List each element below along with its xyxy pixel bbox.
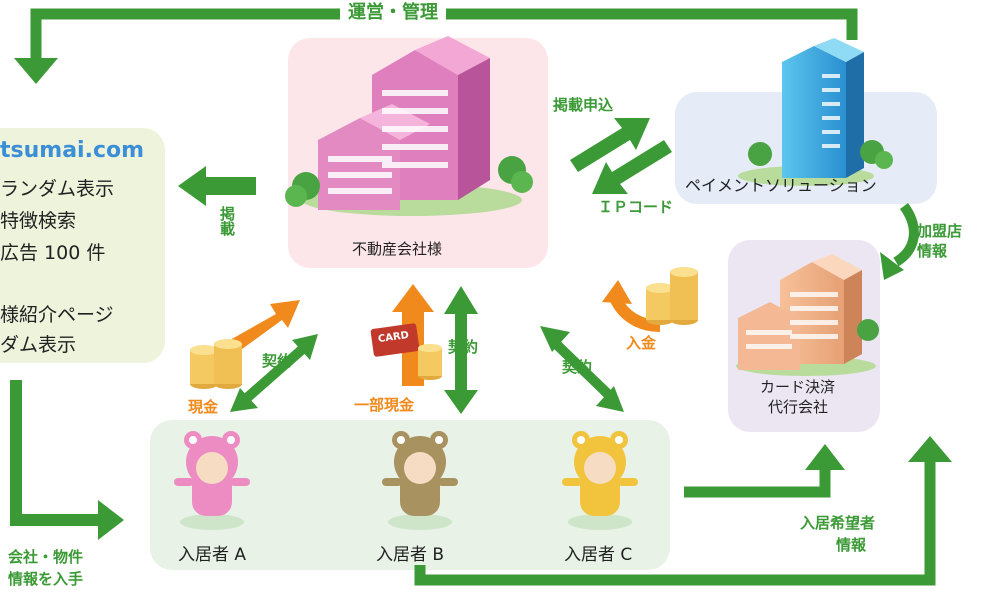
info-get-label-2: 情報を入手 xyxy=(8,570,84,588)
site-line-3: 広告 100 件 xyxy=(0,242,106,264)
resident-a-label: 入居者 A xyxy=(178,545,247,565)
partial-cash-label: 一部現金 xyxy=(354,396,415,414)
info-get-arrowhead xyxy=(98,500,124,540)
member-info-label-2: 情報 xyxy=(917,242,948,260)
site-panel xyxy=(0,128,165,363)
partial-cash-arrow xyxy=(392,284,434,312)
apply-label: 掲載申込 xyxy=(553,96,614,114)
cash-arrow xyxy=(230,300,300,352)
site-line-1: ランダム表示 xyxy=(0,178,115,200)
resident-c-illustration xyxy=(562,431,638,530)
ip-code-arrow xyxy=(592,140,672,194)
applicant-arrowhead xyxy=(908,436,952,462)
resident-a-illustration xyxy=(174,431,250,530)
card-company-label-2: 代行会社 xyxy=(768,398,829,416)
site-line-5: 様紹介ページ xyxy=(0,304,114,326)
resident-b-label: 入居者 B xyxy=(376,545,445,565)
resident-c-label: 入居者 C xyxy=(564,545,633,565)
card-company-building-illustration xyxy=(736,254,879,376)
info-get-label-1: 会社・物件 xyxy=(8,548,84,566)
apply-arrow xyxy=(570,118,650,172)
card-and-coins xyxy=(370,323,442,380)
ip-code-label: ＩＰコード xyxy=(598,198,674,216)
post-arrowhead xyxy=(178,166,206,206)
resident-b-illustration xyxy=(382,431,458,530)
site-url: tsumai.com xyxy=(0,138,145,163)
coin-stack-right xyxy=(646,267,698,325)
cash-label: 現金 xyxy=(188,398,219,416)
deposit-arrow xyxy=(610,296,661,332)
coin-stack-left xyxy=(190,339,242,389)
realestate-building-illustration xyxy=(285,36,533,216)
top-loop-arrowhead xyxy=(14,58,58,84)
site-line-6: ダム表示 xyxy=(0,334,77,356)
contract-left-label: 契約 xyxy=(262,352,293,370)
realestate-label: 不動産会社様 xyxy=(352,240,443,258)
contract-right-label: 契約 xyxy=(562,358,593,376)
contract-mid-label: 契約 xyxy=(448,338,479,356)
site-line-2: 特徴検索 xyxy=(0,210,77,232)
member-info-arrow xyxy=(893,203,919,267)
post-label: 掲載 xyxy=(218,206,236,236)
applicant-label-2: 情報 xyxy=(836,536,867,554)
member-info-label-1: 加盟店 xyxy=(917,222,963,240)
card-company-label-1: カード決済 xyxy=(760,378,836,396)
payment-building-illustration xyxy=(738,38,893,186)
management-title: 運営・管理 xyxy=(340,2,446,24)
deposit-label: 入金 xyxy=(626,334,657,352)
payment-label: ペイメントソリューション xyxy=(685,176,877,195)
applicant-label-1: 入居希望者 xyxy=(800,514,876,532)
